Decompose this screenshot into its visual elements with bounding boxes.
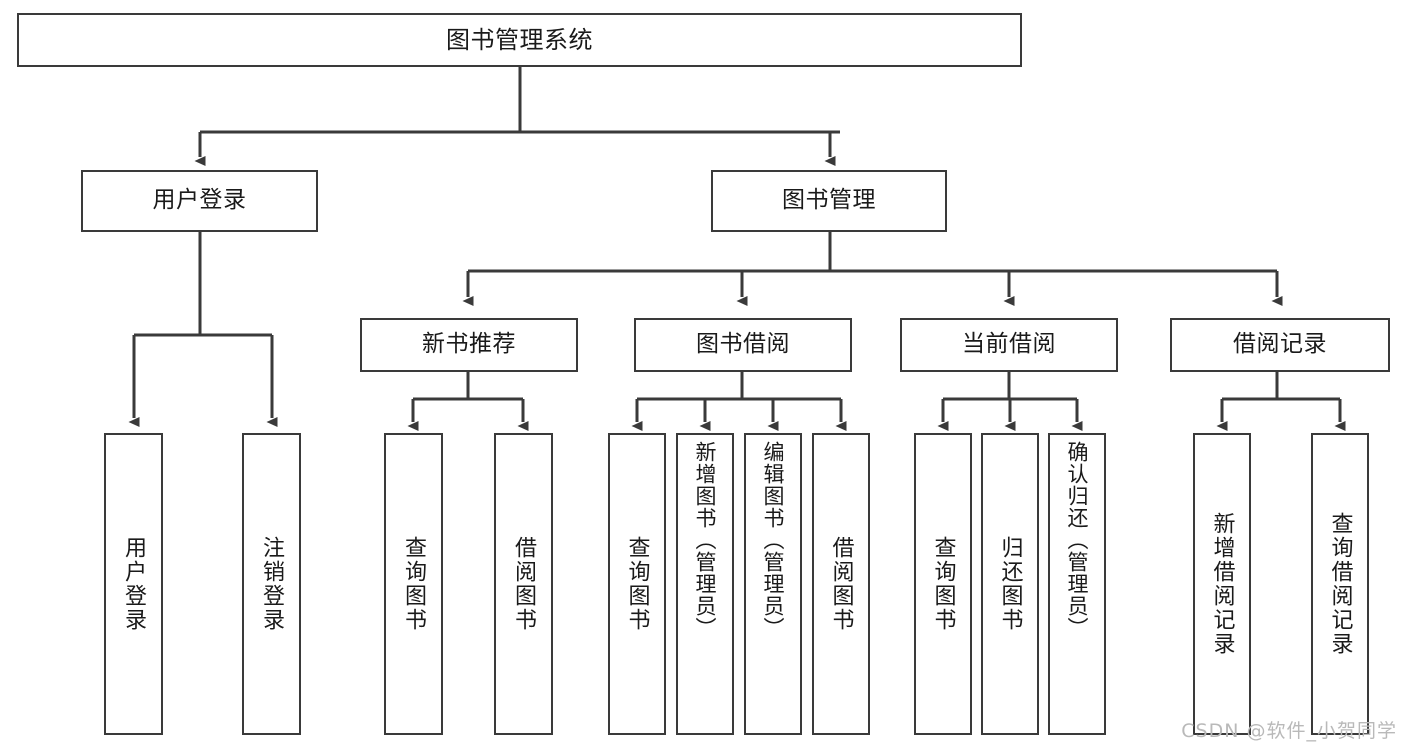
node-book-borrow[interactable]: 图书借阅 xyxy=(634,318,852,372)
node-label: 图书管理 xyxy=(782,187,876,214)
node-label: 查询借阅记录 xyxy=(1327,512,1353,656)
node-label: 查询图书 xyxy=(624,536,650,632)
node-label: 借阅图书 xyxy=(511,536,537,632)
node-label: 当前借阅 xyxy=(962,331,1056,358)
node-label: 编辑图书（管理员） xyxy=(761,441,786,639)
node-leaf-confirm-return[interactable]: 确认归还（管理员） xyxy=(1048,433,1106,735)
node-leaf-borrow-book[interactable]: 借阅图书 xyxy=(812,433,870,735)
node-label: 借阅图书 xyxy=(828,536,854,632)
node-user-login[interactable]: 用户登录 xyxy=(81,170,318,232)
node-label: 新增图书（管理员） xyxy=(693,441,718,639)
node-label: 新书推荐 xyxy=(422,331,516,358)
node-label: 借阅记录 xyxy=(1233,331,1327,358)
node-leaf-query-book-borrow[interactable]: 查询图书 xyxy=(608,433,666,735)
node-label: 确认归还（管理员） xyxy=(1065,441,1090,639)
node-leaf-user-login[interactable]: 用户登录 xyxy=(104,433,163,735)
node-book-management[interactable]: 图书管理 xyxy=(711,170,947,232)
node-leaf-query-book-current[interactable]: 查询图书 xyxy=(914,433,972,735)
node-label: 查询图书 xyxy=(401,536,427,632)
node-leaf-query-book-recommend[interactable]: 查询图书 xyxy=(384,433,443,735)
node-label: 用户登录 xyxy=(152,187,247,214)
node-label: 归还图书 xyxy=(997,536,1023,632)
node-leaf-borrow-book-recommend[interactable]: 借阅图书 xyxy=(494,433,553,735)
node-leaf-edit-book[interactable]: 编辑图书（管理员） xyxy=(744,433,802,735)
node-borrow-record[interactable]: 借阅记录 xyxy=(1170,318,1390,372)
node-leaf-return-book[interactable]: 归还图书 xyxy=(981,433,1039,735)
node-label: 新增借阅记录 xyxy=(1209,512,1235,656)
node-current-borrow[interactable]: 当前借阅 xyxy=(900,318,1118,372)
node-label: 图书管理系统 xyxy=(446,25,593,54)
node-book-management-system[interactable]: 图书管理系统 xyxy=(17,13,1022,67)
node-label: 图书借阅 xyxy=(696,331,790,358)
node-label: 查询图书 xyxy=(930,536,956,632)
node-leaf-add-record[interactable]: 新增借阅记录 xyxy=(1193,433,1251,735)
node-label: 注销登录 xyxy=(259,536,285,632)
node-leaf-logout[interactable]: 注销登录 xyxy=(242,433,301,735)
node-leaf-query-record[interactable]: 查询借阅记录 xyxy=(1311,433,1369,735)
node-label: 用户登录 xyxy=(121,536,147,632)
node-leaf-add-book[interactable]: 新增图书（管理员） xyxy=(676,433,734,735)
node-new-book-recommend[interactable]: 新书推荐 xyxy=(360,318,578,372)
watermark-text: CSDN @软件_小贺同学 xyxy=(1181,720,1397,742)
